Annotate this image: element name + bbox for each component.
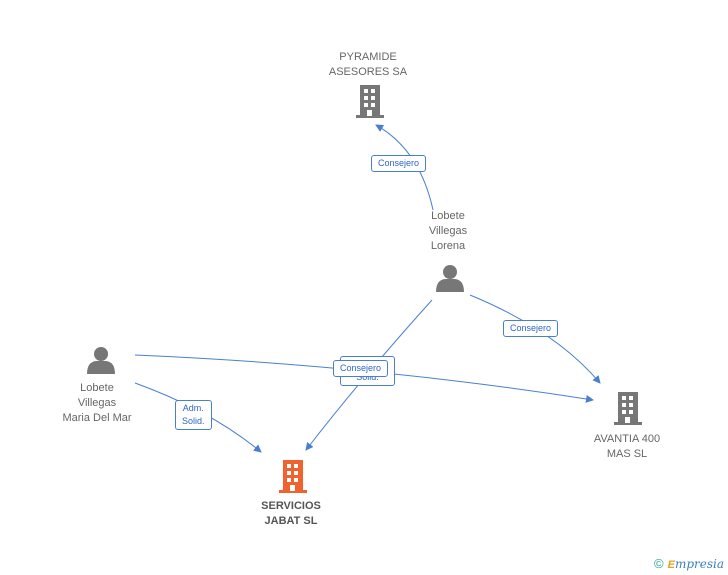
label-line: Maria Del Mar bbox=[62, 412, 132, 424]
node-label-maria[interactable]: Lobete Villegas Maria Del Mar bbox=[47, 381, 147, 426]
building-icon[interactable] bbox=[279, 460, 307, 493]
footer-credit: © Empresia bbox=[654, 556, 724, 571]
brand-initial: E bbox=[667, 558, 675, 571]
node-label-pyramide[interactable]: PYRAMIDE ASESORES SA bbox=[318, 50, 418, 80]
label-line: SERVICIOS bbox=[261, 500, 321, 512]
edge-label-maria-avantia: Consejero bbox=[333, 360, 389, 377]
node-label-avantia[interactable]: AVANTIA 400 MAS SL bbox=[577, 432, 677, 462]
brand-name: mpresia bbox=[674, 556, 724, 571]
node-label-lorena[interactable]: Lobete Villegas Lorena bbox=[398, 209, 498, 254]
label-line: Villegas bbox=[428, 225, 468, 237]
label-line: ASESORES SA bbox=[328, 66, 408, 78]
copyright-symbol: © bbox=[654, 556, 664, 571]
label-line: PYRAMIDE bbox=[339, 51, 397, 63]
label-line: Villegas bbox=[77, 397, 117, 409]
edge-label-lorena-avantia: Consejero bbox=[503, 320, 559, 337]
person-icon[interactable] bbox=[87, 347, 115, 374]
brand-logo[interactable]: Empresia bbox=[668, 557, 724, 571]
person-icon[interactable] bbox=[436, 265, 464, 292]
label-line: Lorena bbox=[430, 240, 466, 252]
building-icon[interactable] bbox=[356, 85, 386, 119]
edge-lorena-avantia bbox=[469, 294, 601, 384]
label-line: AVANTIA 400 bbox=[593, 433, 661, 445]
edge-label-lorena-pyramide: Consejero bbox=[371, 155, 427, 172]
label-line: Lobete bbox=[431, 210, 465, 222]
node-label-servicios[interactable]: SERVICIOS JABAT SL bbox=[241, 499, 341, 529]
label-line: Lobete bbox=[80, 382, 114, 394]
edge-label-maria-servicios: Adm. Solid. bbox=[175, 400, 212, 430]
building-icon[interactable] bbox=[614, 392, 642, 425]
label-line: MAS SL bbox=[606, 448, 648, 460]
label-line: JABAT SL bbox=[264, 515, 318, 527]
